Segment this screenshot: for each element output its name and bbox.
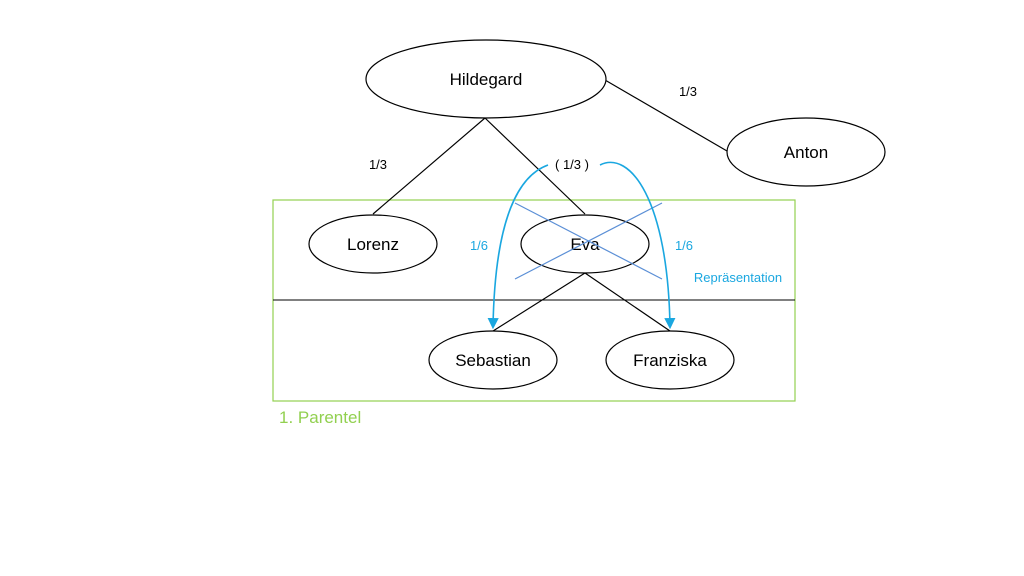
- share-franziska: 1/6: [675, 238, 693, 253]
- node-franziska: [605, 330, 735, 390]
- node-hildegard: [365, 39, 607, 119]
- edge-hildegard-anton: [604, 79, 728, 152]
- node-eva-label: Eva: [570, 235, 600, 254]
- share-sebastian: 1/6: [470, 238, 488, 253]
- edge-eva-sebastian: [492, 272, 586, 332]
- edge-eva-franziska: [584, 272, 671, 332]
- node-lorenz: [308, 214, 438, 274]
- share-eva: ( 1/3 ): [555, 157, 589, 172]
- arrow-eva-to-franziska: [599, 161, 676, 330]
- node-anton: [726, 117, 886, 187]
- share-anton: 1/3: [679, 84, 697, 99]
- node-hildegard-label: Hildegard: [450, 70, 523, 89]
- arrow-eva-to-sebastian: [487, 164, 549, 330]
- edge-hildegard-lorenz: [372, 117, 486, 215]
- node-lorenz-label: Lorenz: [347, 235, 399, 254]
- node-franziska-label: Franziska: [633, 351, 707, 370]
- node-eva: [520, 214, 650, 274]
- node-sebastian-label: Sebastian: [455, 351, 531, 370]
- representation-label: Repräsentation: [694, 270, 782, 285]
- share-lorenz: 1/3: [369, 157, 387, 172]
- eva-cross-stroke-2: [514, 202, 663, 280]
- parentel-label: 1. Parentel: [279, 408, 361, 427]
- node-anton-label: Anton: [784, 143, 828, 162]
- edge-hildegard-eva: [484, 117, 586, 215]
- node-sebastian: [428, 330, 558, 390]
